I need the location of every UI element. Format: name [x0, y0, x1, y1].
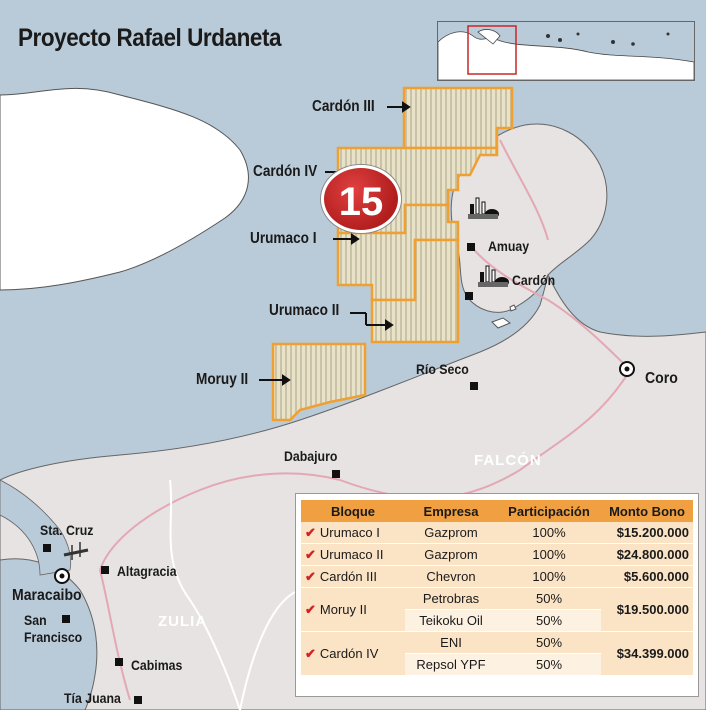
- check-icon: ✔: [305, 645, 316, 661]
- dabajuro-marker: [332, 470, 340, 478]
- city-tia-juana: Tía Juana: [64, 690, 121, 706]
- label-urumaco-ii: Urumaco II: [269, 302, 340, 319]
- concession-table: Bloque Empresa Participación Monto Bono …: [301, 500, 693, 676]
- city-altagracia: Altagracia: [117, 563, 177, 579]
- city-maracaibo: Maracaibo: [12, 587, 82, 604]
- city-san: San: [24, 612, 47, 628]
- cell-participacion: 100%: [497, 565, 601, 588]
- region-falcon: FALCÓN: [474, 452, 542, 469]
- table-row: ✔Moruy II Petrobras 50% $19.500.000: [301, 587, 693, 632]
- table-row: Teikoku Oil 50%: [301, 609, 693, 632]
- cell-participacion: 100%: [497, 522, 601, 544]
- cell-empresa: Repsol YPF: [405, 653, 497, 676]
- label-urumaco-i: Urumaco I: [250, 230, 317, 247]
- cell-empresa: Gazprom: [405, 543, 497, 566]
- cell-participacion: 50%: [497, 609, 601, 632]
- city-dabajuro: Dabajuro: [284, 448, 338, 464]
- block-cardon-iii: [402, 86, 514, 150]
- header-participacion: Participación: [497, 500, 601, 522]
- city-sta-cruz: Sta. Cruz: [40, 522, 94, 538]
- table-header-row: Bloque Empresa Participación Monto Bono: [301, 500, 693, 522]
- cell-empresa: ENI: [405, 631, 497, 654]
- region-colombia: COLOMBIA: [42, 150, 132, 167]
- map-title: Proyecto Rafael Urdaneta: [18, 24, 282, 52]
- city-cabimas: Cabimas: [131, 657, 183, 673]
- block-moruy-ii: [271, 342, 367, 422]
- cabimas-marker: [115, 658, 123, 666]
- cell-empresa: Chevron: [405, 565, 497, 588]
- cell-bono: $24.800.000: [601, 543, 693, 566]
- cell-bloque: ✔Urumaco II: [301, 543, 405, 566]
- altagracia-marker: [101, 566, 109, 574]
- rio-seco-marker: [470, 382, 478, 390]
- label-cardon-iv: Cardón IV: [253, 163, 318, 180]
- city-coro: Coro: [645, 370, 678, 387]
- cell-bloque: ✔Cardón III: [301, 565, 405, 588]
- locator-frame: [467, 25, 517, 75]
- cell-bloque: ✔Cardón IV: [301, 631, 405, 676]
- block-urumaco-ii: [370, 238, 460, 344]
- table-row: Repsol YPF 50%: [301, 653, 693, 676]
- refinery-icon-cardon: [478, 265, 509, 287]
- header-monto-bono: Monto Bono: [601, 500, 693, 522]
- check-icon: ✔: [305, 601, 316, 617]
- amuay-marker: [467, 243, 475, 251]
- colombia-landmass: [0, 87, 249, 291]
- state-borders: [169, 479, 301, 710]
- cardon-marker: [465, 292, 473, 300]
- city-amuay: Amuay: [488, 238, 530, 254]
- maracaibo-channel: [0, 479, 72, 576]
- san-francisco-marker: [62, 615, 70, 623]
- table-row: ✔Cardón III Chevron 100% $5.600.000: [301, 565, 693, 588]
- cell-participacion: 100%: [497, 543, 601, 566]
- city-francisco: Francisco: [24, 629, 83, 645]
- header-empresa: Empresa: [405, 500, 497, 522]
- cell-bono: $15.200.000: [601, 522, 693, 544]
- label-moruy-ii: Moruy II: [196, 371, 249, 388]
- concession-table-panel: Bloque Empresa Participación Monto Bono …: [295, 493, 699, 697]
- tia-juana-marker: [134, 696, 142, 704]
- cell-bono: $5.600.000: [601, 565, 693, 588]
- cell-participacion: 50%: [497, 653, 601, 676]
- sta-cruz-marker: [43, 544, 51, 552]
- label-cardon-iii: Cardón III: [312, 98, 375, 115]
- cell-participacion: 50%: [497, 587, 601, 610]
- bridge: [63, 548, 89, 557]
- cell-bloque: ✔Moruy II: [301, 587, 405, 632]
- cell-bono: $19.500.000: [601, 587, 693, 632]
- refinery-icon-amuay: [468, 197, 499, 219]
- cell-participacion: 50%: [497, 631, 601, 654]
- locator-inset: [437, 21, 695, 81]
- cell-bono: $34.399.000: [601, 631, 693, 676]
- cell-empresa: Petrobras: [405, 587, 497, 610]
- header-bloque: Bloque: [301, 500, 405, 522]
- locator-map: [437, 22, 695, 81]
- block-arrows: [259, 101, 411, 386]
- table-row: ✔Urumaco II Gazprom 100% $24.800.000: [301, 543, 693, 566]
- check-icon: ✔: [305, 546, 316, 562]
- region-zulia: ZULIA: [158, 613, 208, 630]
- table-row: ✔Cardón IV ENI 50% $34.399.000: [301, 631, 693, 676]
- cell-bloque: ✔Urumaco I: [301, 522, 405, 544]
- table-row: ✔Urumaco I Gazprom 100% $15.200.000: [301, 522, 693, 544]
- block-count-badge: 15: [321, 165, 401, 233]
- cell-empresa: Gazprom: [405, 522, 497, 544]
- cell-empresa: Teikoku Oil: [405, 609, 497, 632]
- city-cardon: Cardón: [512, 272, 556, 288]
- city-rio-seco: Río Seco: [416, 361, 469, 377]
- check-icon: ✔: [305, 568, 316, 584]
- check-icon: ✔: [305, 524, 316, 540]
